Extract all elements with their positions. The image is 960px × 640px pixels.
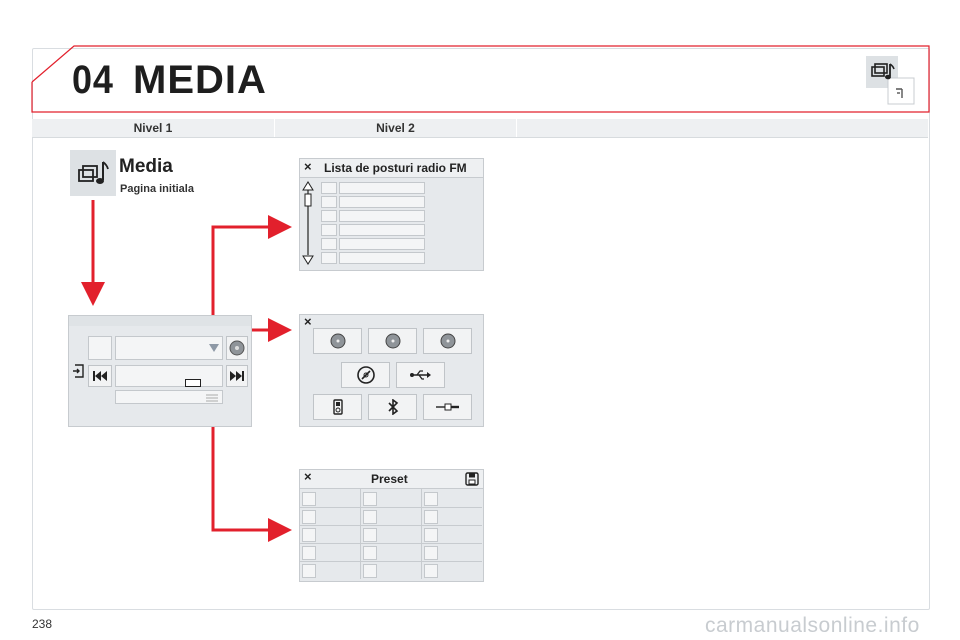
preset-title: Preset [371, 472, 408, 486]
radio-disc-button[interactable] [226, 336, 248, 360]
bluetooth-icon [387, 399, 398, 415]
ipod-source-button[interactable] [313, 394, 362, 420]
dropdown-triangle-icon[interactable] [209, 339, 219, 352]
arrow-to-fm-list [211, 215, 292, 328]
media-chapter-icon [866, 56, 915, 105]
preset-slot[interactable] [361, 525, 422, 544]
preset-slot[interactable] [361, 561, 422, 579]
preset-slot[interactable] [361, 489, 422, 508]
aux-jack-icon [435, 403, 459, 411]
list-item[interactable] [339, 196, 425, 208]
preset-slot[interactable] [422, 507, 482, 526]
list-item-icon [321, 210, 337, 222]
page-frame [32, 48, 930, 610]
list-item-icon [321, 182, 337, 194]
preset-grid [300, 489, 482, 579]
preset-slot[interactable] [300, 543, 361, 562]
track-info-field [115, 336, 223, 360]
preset-slot[interactable] [361, 507, 422, 526]
preset-header [300, 470, 483, 489]
preset-slot[interactable] [361, 543, 422, 562]
fm-station-list [321, 182, 426, 266]
bluetooth-source-button[interactable] [368, 394, 417, 420]
previous-track-button[interactable] [88, 365, 112, 387]
list-item[interactable] [339, 224, 425, 236]
preset-slot[interactable] [422, 561, 482, 579]
preset-slot[interactable] [300, 507, 361, 526]
media-title: Media [119, 156, 173, 177]
preset-slot[interactable] [300, 525, 361, 544]
chapter-number: 04 [72, 58, 114, 102]
fm-list-scrollbar[interactable] [302, 181, 314, 265]
close-icon[interactable]: × [304, 159, 312, 174]
info-bar [115, 390, 223, 404]
chapter-banner [31, 45, 930, 113]
media-subtitle: Pagina initiala [120, 183, 194, 195]
progress-marker[interactable] [185, 379, 201, 387]
watermark: carmanualsonline.info [705, 614, 920, 637]
save-icon[interactable] [465, 472, 479, 486]
fm-list-title: Lista de posturi radio FM [324, 161, 467, 175]
column-separator [516, 119, 517, 137]
list-item[interactable] [339, 238, 425, 250]
column-separator [274, 119, 275, 137]
close-icon[interactable]: × [304, 314, 312, 329]
list-item-icon [321, 238, 337, 250]
list-item[interactable] [339, 210, 425, 222]
list-item[interactable] [339, 182, 425, 194]
aux-source-button[interactable] [423, 394, 472, 420]
preset-slot[interactable] [422, 489, 482, 508]
preset-slot[interactable] [422, 543, 482, 562]
page-number: 238 [32, 617, 53, 631]
list-item[interactable] [339, 252, 425, 264]
progress-area [115, 365, 223, 387]
ipod-icon [332, 399, 343, 415]
player-panel-header [69, 316, 251, 326]
usb-source-button[interactable] [396, 362, 445, 388]
close-icon[interactable]: × [304, 469, 312, 484]
cover-thumbnail [88, 336, 112, 360]
radio-band-button-1[interactable] [313, 328, 362, 354]
cd-source-button[interactable] [341, 362, 390, 388]
column-header-level2: Nivel 2 [376, 121, 415, 135]
preset-slot[interactable] [300, 561, 361, 579]
list-item-icon [321, 224, 337, 236]
fm-list-header [300, 159, 483, 178]
usb-icon [409, 370, 431, 380]
source-icon[interactable] [72, 364, 84, 378]
next-track-button[interactable] [226, 365, 248, 387]
column-header-level1: Nivel 1 [133, 121, 173, 135]
preset-slot[interactable] [422, 525, 482, 544]
cd-icon [356, 366, 375, 384]
list-item-icon [321, 196, 337, 208]
chapter-title: MEDIA [133, 58, 267, 102]
media-icon [70, 150, 116, 196]
radio-band-button-2[interactable] [368, 328, 417, 354]
column-header-bar [32, 119, 928, 138]
list-item-icon [321, 252, 337, 264]
preset-slot[interactable] [300, 489, 361, 508]
radio-band-button-3[interactable] [423, 328, 472, 354]
